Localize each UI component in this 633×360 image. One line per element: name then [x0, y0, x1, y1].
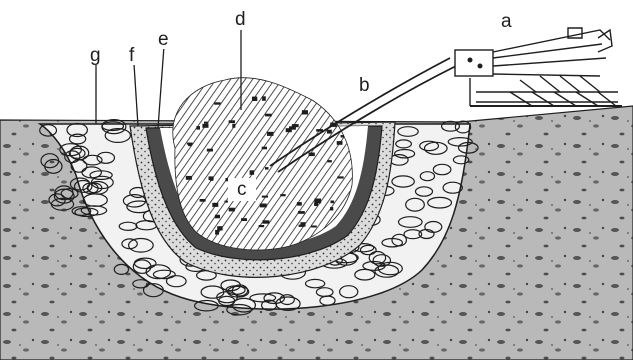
heap-speck — [200, 199, 206, 202]
heap-speck — [196, 126, 200, 130]
machine — [455, 28, 622, 106]
heap-speck — [229, 120, 235, 123]
heap-speck — [232, 124, 235, 128]
heap-speck — [210, 179, 213, 181]
heap-speck — [262, 96, 266, 101]
heap-speck — [299, 225, 304, 227]
material-heap — [173, 78, 353, 250]
heap-speck — [265, 167, 269, 170]
heap-speck — [327, 160, 332, 162]
label-e: e — [157, 30, 170, 49]
heap-speck — [330, 207, 333, 210]
heap-speck — [212, 203, 218, 207]
heap-speck — [265, 114, 272, 117]
heap-speck — [217, 226, 222, 230]
heap-speck — [214, 102, 221, 104]
heap-speck — [302, 110, 308, 114]
heap-speck — [280, 194, 285, 196]
heap-speck — [311, 226, 317, 228]
heap-speck — [252, 97, 257, 101]
heap-speck — [229, 208, 235, 212]
label-b: b — [358, 76, 371, 95]
heap-speck — [337, 176, 343, 178]
label-d: d — [234, 10, 247, 29]
heap-speck — [188, 143, 192, 147]
heap-speck — [202, 124, 208, 128]
heap-speck — [298, 211, 305, 214]
heap-speck — [241, 218, 247, 221]
heap-speck — [262, 196, 268, 198]
heap-speck — [186, 176, 192, 180]
label-a: a — [500, 12, 513, 31]
heap-speck — [337, 141, 343, 145]
heap-speck — [260, 204, 267, 208]
heap-speck — [309, 153, 315, 157]
heap-speck — [263, 220, 270, 223]
heap-speck — [250, 170, 255, 175]
heap-speck — [215, 230, 219, 235]
label-c: c — [228, 178, 256, 201]
heap-speck — [341, 135, 344, 138]
heap-speck — [331, 201, 335, 204]
heap-speck — [204, 122, 208, 124]
heap-speck — [259, 225, 265, 227]
heap-speck — [327, 130, 332, 134]
heap-speck — [262, 147, 267, 150]
heap-speck — [289, 126, 296, 129]
heap-speck — [314, 199, 321, 204]
label-f: f — [128, 46, 135, 65]
heap-speck — [215, 215, 220, 219]
label-g: g — [89, 46, 102, 65]
heap-speck — [207, 149, 213, 152]
heap-speck — [297, 202, 302, 206]
heap-speck — [267, 132, 274, 136]
